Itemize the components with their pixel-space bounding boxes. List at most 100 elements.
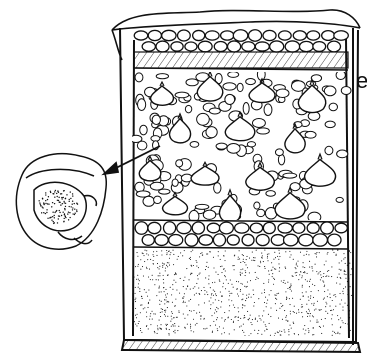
- sand-grain: [324, 291, 325, 292]
- stone: [328, 234, 341, 246]
- sand-grain: [312, 284, 313, 285]
- sand-grain: [337, 249, 338, 250]
- sand-grain: [279, 256, 280, 257]
- sand-grain: [311, 266, 312, 267]
- sand-grain: [250, 322, 251, 323]
- sand-grain: [150, 259, 151, 260]
- sand-grain: [215, 309, 216, 310]
- sand-grain: [258, 278, 259, 279]
- sand-grain: [330, 310, 331, 311]
- sand-grain: [312, 268, 313, 269]
- sand-grain: [205, 328, 206, 329]
- sand-grain: [241, 325, 242, 326]
- sand-grain: [245, 272, 246, 273]
- sand-grain: [343, 253, 344, 254]
- sand-grain: [167, 316, 168, 317]
- sand-grain: [183, 298, 184, 299]
- sand-grain: [215, 325, 216, 326]
- sand-grain: [306, 254, 307, 255]
- sand-grain: [216, 311, 217, 312]
- sand-grain: [163, 263, 164, 264]
- sand-grain: [327, 252, 328, 253]
- sand-grain: [137, 256, 138, 257]
- sand-grain: [257, 321, 258, 322]
- sand-grain: [244, 286, 245, 287]
- sand-grain: [304, 325, 305, 326]
- sand-grain: [147, 259, 148, 260]
- sand-grain: [233, 304, 234, 305]
- bag-content-speck: [45, 192, 46, 193]
- sand-grain: [321, 277, 322, 278]
- sand-grain: [136, 279, 137, 280]
- sand-grain: [314, 285, 315, 286]
- sand-grain: [147, 296, 148, 297]
- sand-grain: [311, 291, 312, 292]
- sand-grain: [246, 295, 247, 296]
- sand-grain: [331, 266, 332, 267]
- bag-content-speck: [64, 218, 65, 219]
- sand-grain: [159, 268, 160, 269]
- waste-stone: [216, 143, 227, 149]
- waste-stone: [225, 94, 235, 104]
- bag-content-speck: [47, 199, 48, 200]
- sand-grain: [308, 300, 309, 301]
- sand-grain: [284, 329, 285, 330]
- sand-grain: [167, 293, 168, 294]
- sand-grain: [196, 265, 197, 266]
- waste-stone: [254, 202, 260, 209]
- sand-grain: [344, 303, 345, 304]
- bag-content-speck: [53, 215, 54, 216]
- sand-grain: [258, 265, 259, 266]
- bag-content-speck: [74, 213, 75, 214]
- sand-grain: [296, 272, 297, 273]
- sand-grain: [165, 294, 166, 295]
- sand-grain: [349, 250, 350, 251]
- sand-grain: [240, 275, 241, 276]
- sand-grain: [229, 295, 230, 296]
- bag-content-speck: [57, 222, 58, 223]
- stone: [178, 30, 191, 41]
- bag-content-speck: [42, 198, 43, 199]
- waste-bag: [163, 196, 188, 215]
- sand-grain: [253, 290, 254, 291]
- sand-grain: [332, 300, 333, 301]
- sand-grain: [289, 304, 290, 305]
- sand-grain: [162, 263, 163, 264]
- sand-grain: [212, 331, 213, 332]
- sand-grain: [313, 316, 314, 317]
- sand-grain: [307, 316, 308, 317]
- bag-content-speck: [61, 215, 62, 216]
- sand-grain: [254, 302, 255, 303]
- sand-grain: [246, 259, 247, 260]
- sand-grain: [275, 333, 276, 334]
- sand-grain: [193, 265, 194, 266]
- sand-grain: [206, 262, 207, 263]
- sand-grain: [148, 303, 149, 304]
- stone: [142, 42, 155, 51]
- bag-content-speck: [56, 210, 57, 211]
- sand-grain: [159, 275, 160, 276]
- sand-grain: [210, 251, 211, 252]
- sand-grain: [176, 289, 177, 290]
- bag-content-speck: [65, 206, 66, 207]
- sand-grain: [318, 272, 319, 273]
- sand-grain: [292, 275, 293, 276]
- sand-grain: [246, 298, 247, 299]
- sand-grain: [255, 279, 256, 280]
- sand-grain: [166, 250, 167, 251]
- sand-grain: [332, 250, 333, 251]
- sand-grain: [253, 257, 254, 258]
- bag-content-speck: [63, 221, 64, 222]
- sand-grain: [243, 261, 244, 262]
- sand-grain: [342, 291, 343, 292]
- sand-grain: [186, 305, 187, 306]
- sand-grain: [162, 309, 163, 310]
- waste-stone: [227, 144, 240, 154]
- sand-grain: [238, 257, 239, 258]
- bag-content-speck: [59, 201, 60, 202]
- sand-grain: [279, 308, 280, 309]
- sand-grain: [157, 333, 158, 334]
- sand-grain: [240, 274, 241, 275]
- sand-grain: [314, 309, 315, 310]
- sand-grain: [279, 267, 280, 268]
